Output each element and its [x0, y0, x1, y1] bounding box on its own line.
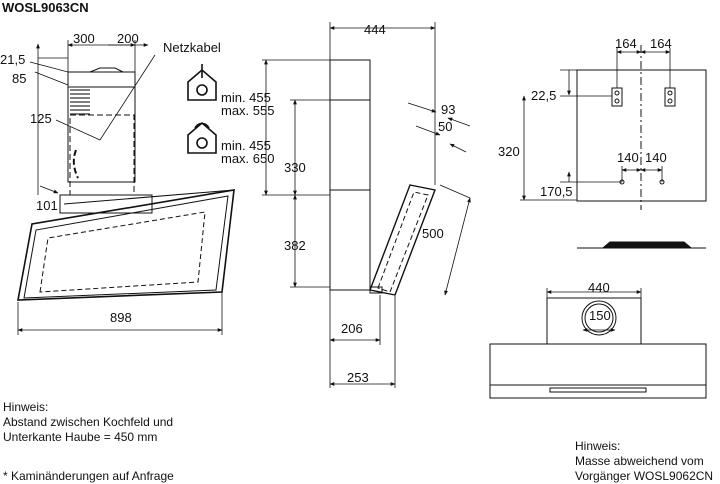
chimney-upper	[67, 86, 136, 183]
dim-164-right: 164	[650, 36, 672, 51]
dim-21-5: 21,5	[0, 52, 25, 67]
dim-50: 50	[438, 119, 452, 134]
left-note-heading: Hinweis:	[3, 400, 49, 414]
front-dimensions	[17, 40, 223, 335]
dim-500: 500	[422, 226, 444, 241]
dim-93: 93	[441, 102, 455, 117]
dim-320: 320	[498, 144, 520, 159]
dim-22-5: 22,5	[531, 88, 556, 103]
front-view	[17, 67, 235, 301]
dim-140-right: 140	[645, 150, 667, 165]
dim-330: 330	[284, 160, 306, 175]
house-recirculation-icon	[187, 121, 217, 154]
top-view	[489, 297, 707, 399]
recirc-min: min. 455	[221, 138, 271, 153]
dim-200: 200	[117, 31, 139, 46]
side-glass	[369, 184, 436, 296]
side-chimney	[329, 59, 371, 191]
recirc-max: max. 650	[221, 151, 274, 166]
cable	[72, 149, 79, 179]
dim-140-left: 140	[617, 150, 639, 165]
side-view	[329, 59, 436, 296]
dim-206: 206	[341, 321, 363, 336]
left-note-line2: Unterkante Haube = 450 mm	[3, 430, 158, 444]
top-hood	[489, 343, 707, 399]
model-title: WOSL9063CN	[2, 0, 89, 15]
dim-101: 101	[36, 198, 58, 213]
extraction-min: min. 455	[221, 90, 271, 105]
right-note: Hinweis: Masse abweichend vom Vorgänger …	[575, 439, 713, 484]
dim-85: 85	[12, 71, 26, 86]
left-note-line1: Abstand zwischen Kochfeld und	[3, 415, 174, 429]
dim-300: 300	[73, 31, 95, 46]
extraction-max: max. 555	[221, 103, 274, 118]
chimney-lower	[69, 114, 135, 196]
dim-382: 382	[284, 238, 306, 253]
rear-hood-profile	[602, 241, 692, 248]
side-dimensions	[262, 22, 471, 388]
top-outlet-circle	[581, 300, 617, 336]
chimney-top-cap	[67, 71, 136, 88]
rear-dimensions	[520, 48, 671, 201]
left-note: Hinweis: Abstand zwischen Kochfeld und U…	[3, 400, 173, 445]
house-extraction-icon	[187, 64, 217, 101]
right-note-heading: Hinweis:	[575, 439, 621, 453]
side-body	[329, 189, 371, 291]
left-footnote: * Kaminänderungen auf Anfrage	[3, 469, 174, 483]
top-dimensions	[546, 288, 642, 332]
dim-898: 898	[110, 310, 132, 325]
dim-164-left: 164	[615, 36, 637, 51]
dim-125: 125	[30, 111, 52, 126]
netzkabel-label: Netzkabel	[163, 40, 221, 55]
dim-444: 444	[364, 22, 386, 37]
right-note-line1: Masse abweichend vom	[575, 454, 704, 468]
hood-filter-outline	[39, 211, 206, 293]
dim-253: 253	[347, 370, 369, 385]
chimney-grille	[70, 89, 90, 115]
dim-150: 150	[589, 308, 611, 323]
hood-glass-inner	[23, 195, 229, 299]
dim-440: 440	[588, 280, 610, 295]
right-note-line2: Vorgänger WOSL9062CN	[575, 469, 714, 483]
chimney-top-edge	[89, 67, 124, 73]
rear-view	[576, 45, 707, 249]
dim-170-5: 170,5	[540, 184, 573, 199]
